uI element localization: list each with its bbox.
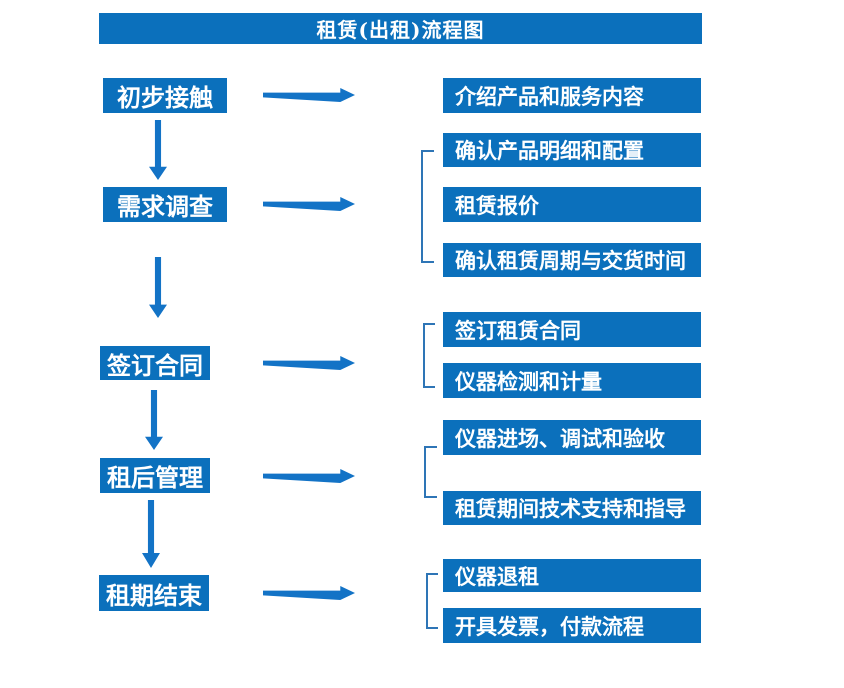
group-bracket <box>426 573 438 629</box>
detail-introduce-products: 介绍产品和服务内容 <box>443 78 701 113</box>
detail-rental-quote: 租赁报价 <box>443 187 701 222</box>
step-post-rental-management: 租后管理 <box>100 458 210 493</box>
right-arrow-icon <box>263 197 355 211</box>
diagram-title: 租赁(出租)流程图 <box>99 13 702 44</box>
step-sign-contract: 签订合同 <box>100 346 210 380</box>
group-bracket <box>421 150 434 263</box>
down-arrow-icon <box>142 500 160 568</box>
step-initial-contact: 初步接触 <box>103 78 227 113</box>
right-arrow-icon <box>263 88 355 102</box>
down-arrow-icon <box>145 390 163 450</box>
step-rental-end: 租期结束 <box>99 575 209 611</box>
detail-invoice-payment: 开具发票，付款流程 <box>443 608 701 643</box>
group-bracket <box>423 323 435 388</box>
detail-instrument-inspection: 仪器检测和计量 <box>443 363 701 398</box>
detail-technical-support: 租赁期间技术支持和指导 <box>443 491 701 525</box>
detail-instrument-return: 仪器退租 <box>443 559 701 592</box>
detail-confirm-rental-period: 确认租赁周期与交货时间 <box>443 243 701 277</box>
right-arrow-icon <box>263 356 355 370</box>
detail-sign-rental-contract: 签订租赁合同 <box>443 312 701 347</box>
detail-instrument-setup: 仪器进场、调试和验收 <box>443 420 701 455</box>
detail-confirm-product-details: 确认产品明细和配置 <box>443 133 701 167</box>
step-demand-survey: 需求调查 <box>103 187 227 222</box>
down-arrow-icon <box>149 120 167 180</box>
right-arrow-icon <box>263 586 355 600</box>
right-arrow-icon <box>263 469 355 483</box>
group-bracket <box>424 446 437 498</box>
down-arrow-icon <box>149 257 167 318</box>
